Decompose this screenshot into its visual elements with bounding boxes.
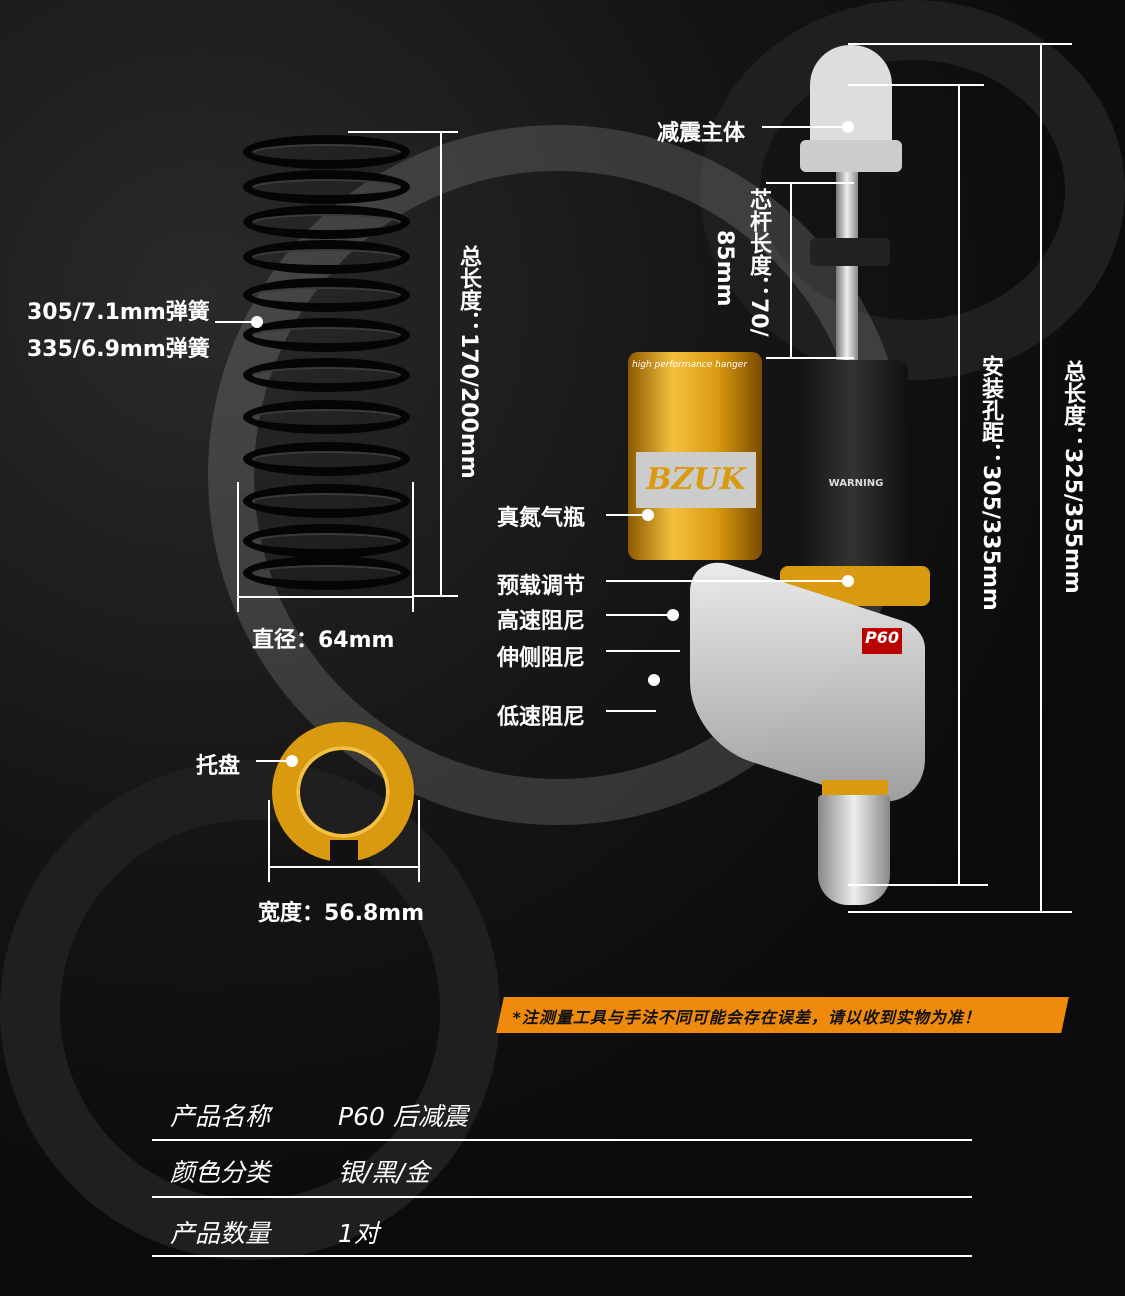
rebound-damping-label: 伸侧阻尼 (497, 646, 586, 671)
reservoir-label: 真氮气瓶 (497, 506, 586, 531)
rod-length-label: 芯杆长度：70/ (746, 188, 771, 337)
mount-distance-label: 安装孔距：305/335mm (978, 355, 1003, 611)
spring-spec-1: 305/7.1mm弹簧 (27, 300, 210, 325)
measurement-notice: *注测量工具与手法不同可能会存在误差，请以收到实物为准！ (496, 997, 1069, 1033)
body-label: 减震主体 (657, 121, 746, 146)
spring-spec-2: 335/6.9mm弹簧 (27, 337, 210, 362)
warning-label: WARNING (828, 478, 884, 489)
reservoir-text: high performance hanger (632, 360, 748, 370)
low-speed-damping-label: 低速阻尼 (497, 705, 586, 730)
spec-value: 银/黑/金 (338, 1158, 430, 1187)
spring-length-label: 总长度：170/200mm (456, 245, 481, 479)
brand-logo: BZUK (636, 452, 756, 508)
spec-value: P60 后减震 (338, 1102, 468, 1131)
spec-label: 产品数量 (170, 1219, 271, 1248)
preload-label: 预载调节 (497, 574, 586, 599)
spec-value: 1对 (338, 1219, 379, 1248)
rod-length-label-2: 85mm (712, 230, 737, 307)
tray-label: 托盘 (196, 754, 241, 779)
model-badge: P60 (862, 628, 902, 654)
high-speed-damping-label: 高速阻尼 (497, 609, 586, 634)
spec-label: 产品名称 (170, 1102, 271, 1131)
total-length-label: 总长度：325/355mm (1060, 360, 1085, 594)
spec-label: 颜色分类 (170, 1158, 271, 1187)
tray-width-label: 宽度：56.8mm (258, 901, 425, 926)
spring-diameter-label: 直径：64mm (252, 628, 395, 653)
